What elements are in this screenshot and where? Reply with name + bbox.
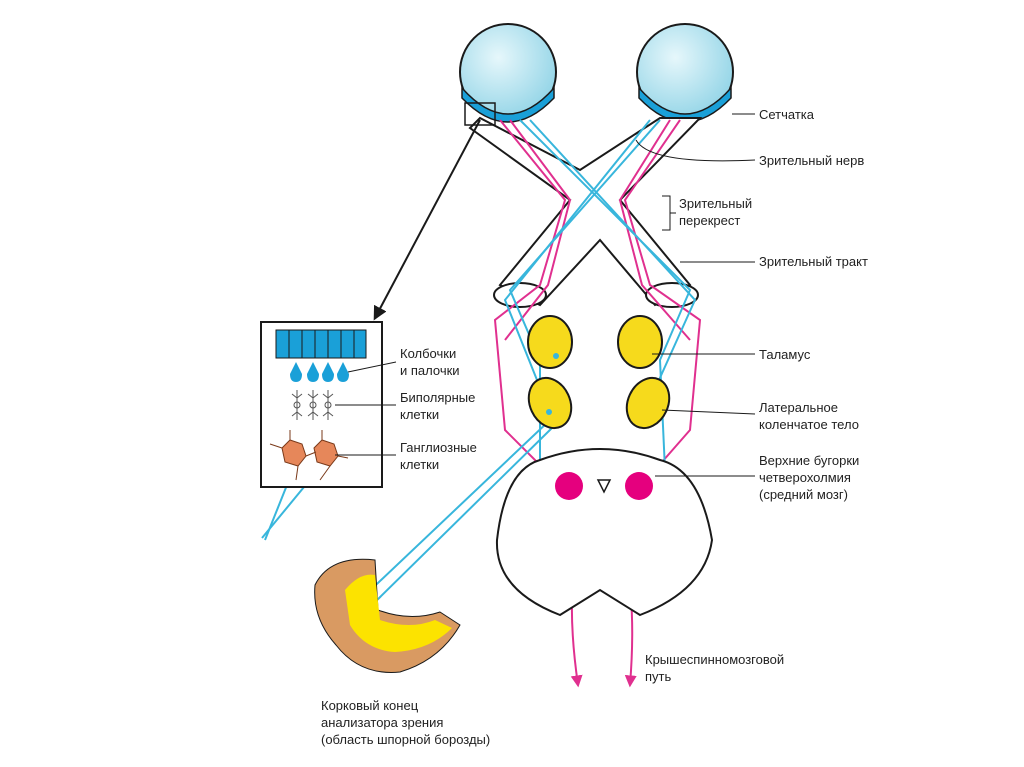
retina-inset-marker (464, 102, 496, 126)
retina-inset (260, 321, 383, 488)
visual-cortex (314, 558, 461, 673)
optic-chiasm-outline (468, 116, 703, 307)
label-bipolar-2: клетки (400, 407, 439, 422)
left-eye (459, 23, 557, 123)
label-colliculi-2: четверохолмия (759, 470, 851, 485)
label-chiasm-1: Зрительный (679, 196, 752, 211)
label-bipolar-1: Биполярные (400, 390, 475, 405)
label-colliculi-3: (средний мозг) (759, 487, 848, 502)
label-ganglion-1: Ганглиозные (400, 440, 477, 455)
label-thalamus: Таламус (759, 347, 811, 362)
label-retina: Сетчатка (759, 107, 815, 122)
label-cones-2: и палочки (400, 363, 460, 378)
label-colliculi-1: Верхние бугорки (759, 453, 859, 468)
droplet-icon (290, 362, 349, 382)
label-chiasm-2: перекрест (679, 213, 740, 228)
inset-pointer-arrow (373, 119, 481, 321)
leader-lines (335, 113, 756, 477)
lgn-right (625, 376, 671, 430)
label-tectospinal-1: Крышеспинномозговой (645, 652, 784, 667)
label-cortex-3: (область шпорной борозды) (321, 732, 490, 747)
label-cones-1: Колбочки (400, 346, 456, 361)
left-tract-end (493, 282, 547, 308)
midbrain (495, 448, 714, 617)
label-cortex-1: Корковый конец (321, 698, 419, 713)
label-ganglion-2: клетки (400, 457, 439, 472)
superior-colliculus-left (555, 472, 583, 500)
bipolar-cell-icon (291, 390, 334, 420)
thalamus-right (617, 315, 663, 369)
label-optic-tract: Зрительный тракт (759, 254, 868, 269)
label-optic-nerve: Зрительный нерв (759, 153, 864, 168)
lgn-left (527, 376, 573, 430)
thalamus-left (527, 315, 573, 369)
photoreceptor-bar (275, 329, 367, 359)
label-cortex-2: анализатора зрения (321, 715, 443, 730)
right-eye (636, 23, 734, 123)
label-tectospinal-2: путь (645, 669, 671, 684)
ganglion-cell-icon (269, 430, 349, 481)
label-lgn-2: коленчатое тело (759, 417, 859, 432)
label-lgn-1: Латеральное (759, 400, 838, 415)
superior-colliculus-right (625, 472, 653, 500)
